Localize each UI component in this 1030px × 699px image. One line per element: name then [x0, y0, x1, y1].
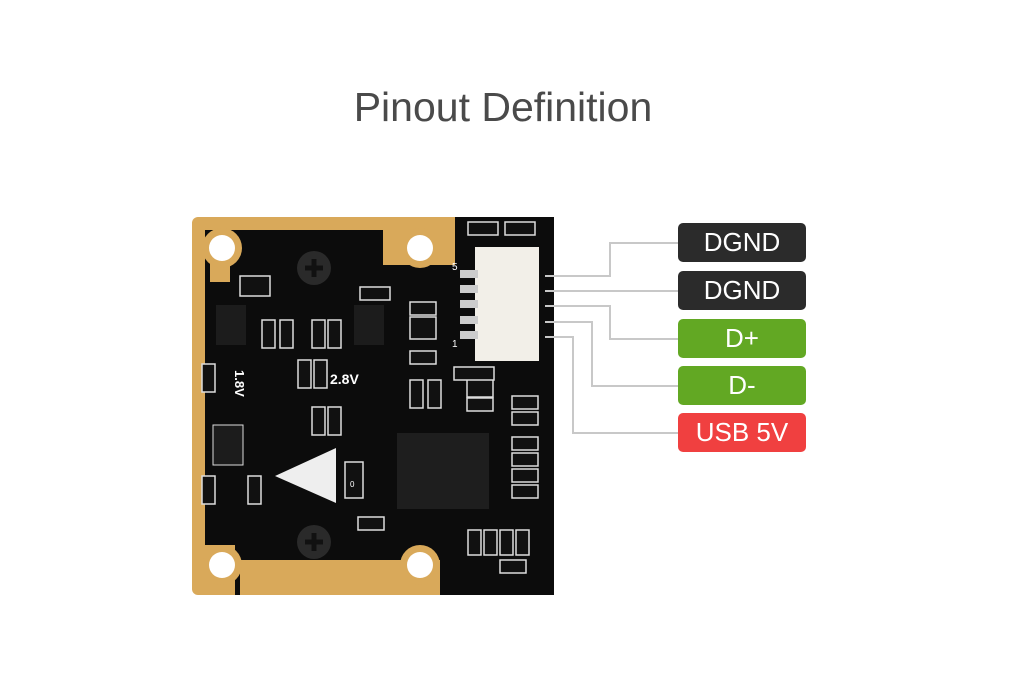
- silkscreen-pin5: 5: [452, 262, 458, 273]
- pin-label-dgnd-1: DGND: [678, 223, 806, 262]
- leader-line-dgnd-1: [545, 242, 678, 277]
- pin-label-usb5v: USB 5V: [678, 413, 806, 452]
- silkscreen-1v8: 1.8V: [232, 370, 247, 397]
- silkscreen-pin1: 1: [452, 339, 458, 350]
- esd-logo: [275, 448, 336, 503]
- leader-line-dplus: [545, 305, 678, 340]
- pin-label-dminus: D-: [678, 366, 806, 405]
- silkscreen-0: 0: [350, 480, 355, 489]
- main-chip: [397, 433, 489, 509]
- silkscreen-2v8: 2.8V: [330, 371, 359, 387]
- usb-connector: [475, 247, 539, 361]
- page-title: Pinout Definition: [353, 84, 653, 130]
- pin-label-dgnd-2: DGND: [678, 271, 806, 310]
- pin-label-dplus: D+: [678, 319, 806, 358]
- leader-line-dminus: [545, 321, 678, 387]
- leader-line-usb5v: [545, 336, 678, 434]
